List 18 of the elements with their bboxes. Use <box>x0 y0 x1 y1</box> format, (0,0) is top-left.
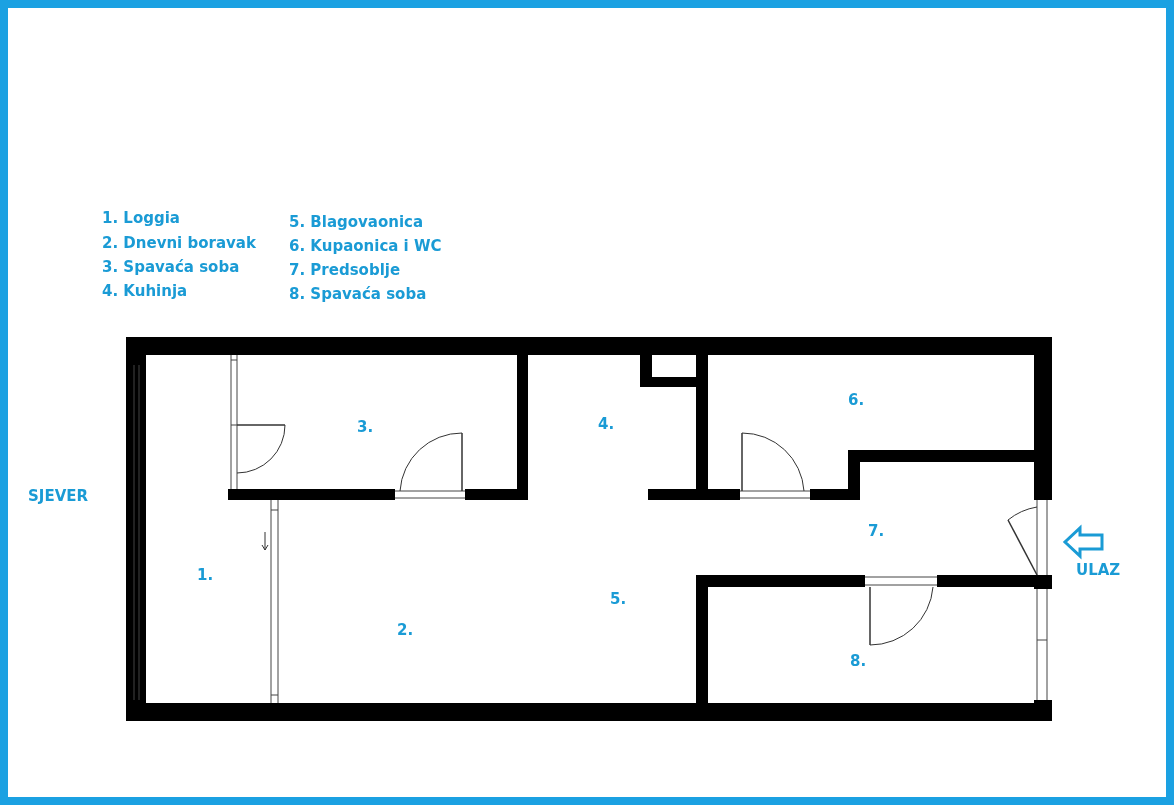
compass-label: SJEVER <box>28 487 89 505</box>
room-number: 3. <box>357 418 374 436</box>
room-list-item: 7. Predsoblje <box>289 261 401 279</box>
room-number: 2. <box>397 621 414 639</box>
room-number: 6. <box>848 391 865 409</box>
room-list-item: 6. Kupaonica i WC <box>289 237 442 255</box>
room-list-item: 1. Loggia <box>102 209 180 227</box>
room-list-item: 3. Spavaća soba <box>102 258 240 276</box>
entrance-label: ULAZ <box>1076 561 1121 579</box>
room-list-item: 2. Dnevni boravak <box>102 234 256 252</box>
room-number: 1. <box>197 566 214 584</box>
room-list-item: 5. Blagovaonica <box>289 213 424 231</box>
room-number: 7. <box>868 522 885 540</box>
room-number: 5. <box>610 590 627 608</box>
room-number: 4. <box>598 415 615 433</box>
room-list-item: 8. Spavaća soba <box>289 285 427 303</box>
room-number: 8. <box>850 652 867 670</box>
room-list-item: 4. Kuhinja <box>102 282 188 300</box>
